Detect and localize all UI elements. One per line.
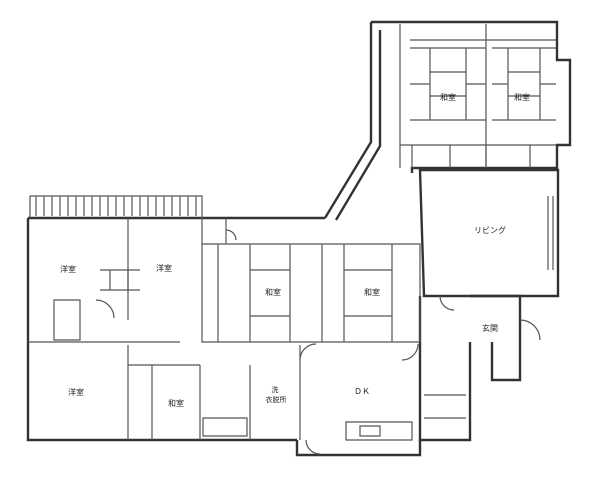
ne-tatami-right — [492, 47, 556, 121]
service-rooms — [199, 345, 301, 440]
wall-corridor-inner — [334, 30, 382, 221]
central-tatami-right — [343, 244, 393, 342]
central-tatami-left — [217, 244, 291, 342]
west-closets — [53, 269, 140, 341]
balcony-slats — [35, 196, 197, 216]
living-windows — [547, 196, 554, 270]
wall-living — [418, 168, 560, 298]
room-label-washitsu-1: 和室 — [440, 92, 456, 102]
wall-ne-wing-left — [323, 22, 373, 219]
room-label-washitsu-2: 和室 — [514, 92, 530, 102]
room-label-datsui-3: 所 — [280, 395, 287, 404]
room-label-datsui-2: 脱 — [273, 395, 280, 404]
room-label-sen: 洗 — [272, 385, 279, 394]
wall-genkan — [470, 294, 522, 382]
wc-fixtures — [424, 394, 466, 419]
room-label-datsui-1: 衣 — [266, 395, 273, 404]
wall-west-outer — [26, 218, 297, 442]
door-swings — [95, 295, 541, 455]
walls — [26, 20, 572, 457]
wall-ne-wing — [371, 20, 572, 173]
ne-rooms-outline — [399, 24, 556, 168]
room-label-living: リビング — [474, 225, 506, 235]
central-closet — [201, 218, 237, 244]
wall-bottom-east — [295, 440, 422, 457]
room-label-youshitsu-3: 洋室 — [68, 387, 84, 397]
wall-east-lower — [418, 296, 472, 442]
ne-closets — [411, 145, 531, 168]
interior-lines — [28, 24, 556, 455]
room-label-youshitsu-1: 洋室 — [60, 264, 76, 274]
dk-counter — [345, 421, 413, 441]
room-label-youshitsu-2: 洋室 — [156, 263, 172, 273]
ne-tatami-left — [410, 47, 486, 121]
central-rooms-outline — [201, 243, 421, 343]
room-label-dk: ＤＫ — [354, 387, 370, 396]
room-label-washitsu-4: 和室 — [364, 287, 380, 297]
room-label-washitsu-3: 和室 — [265, 287, 281, 297]
west-divider — [28, 218, 200, 440]
room-label-washitsu-5: 和室 — [168, 398, 184, 408]
room-label-genkan: 玄関 — [482, 323, 498, 333]
room-labels: 和室 和室 リビング 和室 和室 洋室 洋室 洋室 和室 ＤＫ 玄関 洗 衣 脱… — [60, 92, 530, 408]
balcony-rail — [29, 195, 203, 218]
